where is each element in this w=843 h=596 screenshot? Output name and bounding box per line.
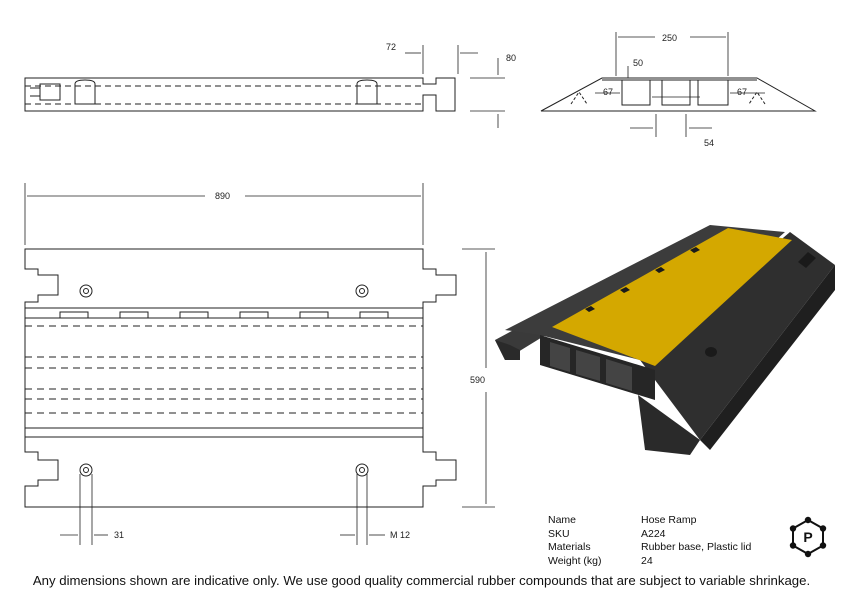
end-view [540,77,817,112]
dim-width: 590 [470,375,485,385]
dim-72-lines [405,45,505,128]
spec-label: SKU [548,527,570,540]
dim-bolt: M 12 [390,530,410,540]
spec-label: Weight (kg) [548,554,602,567]
dim-plan-lines [24,183,495,545]
dim-top-width: 72 [386,42,396,52]
spec-row-sku: SKU A224 [548,528,751,542]
dim-channel-right: 67 [737,87,747,97]
dim-lid-thickness: 50 [633,58,643,68]
spec-value: Hose Ramp [641,514,697,526]
spec-value: A224 [641,527,666,540]
dim-end-width: 250 [662,33,677,43]
spec-label: Materials [548,541,591,553]
disclaimer-text: Any dimensions shown are indicative only… [32,573,811,588]
dim-top-height: 80 [506,53,516,63]
spec-value: 24 [641,554,653,567]
side-view [24,77,456,112]
dim-hole-offset: 31 [114,530,124,540]
plan-view [24,248,457,508]
spec-label: Name [548,514,577,526]
dim-channel-gap: 54 [704,138,714,148]
spec-row-materials: Materials Rubber base, Plastic lid [548,541,751,555]
spec-row-weight: Weight (kg) 24 [548,555,751,569]
dim-length: 890 [215,191,230,201]
ramp-3d-render [495,225,835,455]
dim-end-lines [595,32,765,137]
spec-table: Name Hose Ramp SKU A224 Materials Rubber… [548,514,751,568]
logo-letter: P [803,529,812,545]
mounting-holes [79,284,369,477]
brand-logo-icon: P [789,516,827,558]
spec-value: Rubber base, Plastic lid [641,541,752,553]
spec-row-name: Name Hose Ramp [548,514,751,528]
dim-channel-left: 67 [603,87,613,97]
yellow-lid [552,228,792,366]
